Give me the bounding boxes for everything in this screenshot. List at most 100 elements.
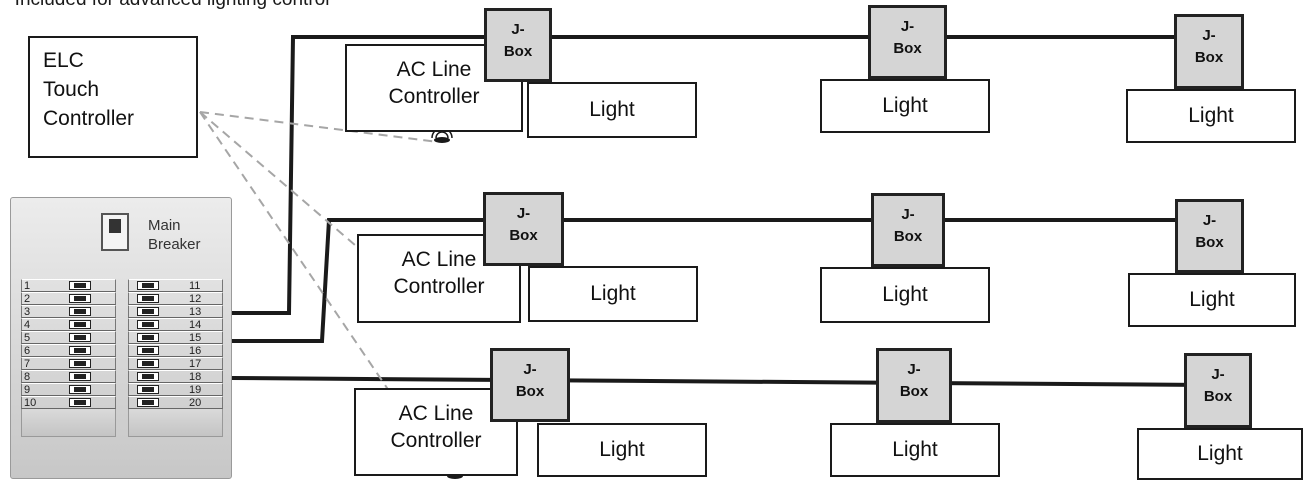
breaker-row: 11: [128, 279, 223, 292]
breaker-panel: Main Breaker 1 2 3 4 5 6 7 8 9 10 11 12 …: [10, 197, 232, 479]
breaker-switch-icon: [137, 294, 159, 303]
breaker-switch-icon: [137, 385, 159, 394]
jbox-label-line-1: J-: [1211, 366, 1225, 383]
light-label: Light: [1188, 104, 1234, 127]
breaker-column-left: 1 2 3 4 5 6 7 8 9 10: [21, 279, 116, 437]
breaker-switch-icon: [69, 294, 91, 303]
jbox-label-line-1: J-: [511, 21, 525, 38]
breaker-number: 8: [24, 371, 31, 383]
breaker-number: 15: [189, 332, 202, 344]
main-breaker-label-line-2: Breaker: [148, 236, 201, 253]
breaker-blank-slot: [21, 409, 116, 437]
jbox-3-2: J- Box: [876, 348, 952, 423]
light-label: Light: [590, 282, 636, 305]
breaker-switch-icon: [137, 333, 159, 342]
breaker-row: 16: [128, 344, 223, 357]
jbox-label-line-2: Box: [899, 383, 929, 400]
breaker-number: 20: [189, 397, 202, 409]
breaker-number: 13: [189, 306, 202, 318]
jbox-2-1: J-Box: [483, 192, 564, 266]
elc-line-3: Controller: [43, 107, 135, 130]
breaker-switch-icon: [69, 346, 91, 355]
breaker-number: 4: [24, 319, 31, 331]
jbox-label-line-1: J-: [516, 205, 531, 222]
jbox-1-1: J- Box: [484, 8, 552, 82]
light-3-1: Light: [537, 423, 707, 477]
breaker-number: 11: [189, 280, 201, 292]
elc-touch-controller: ELC Touch Controller: [28, 36, 198, 158]
controller-label-line-1: AC Line: [398, 402, 474, 425]
jbox-label-line-1: J-: [900, 18, 915, 35]
jbox-label-line-2: Box: [503, 43, 533, 60]
breaker-row: 13: [128, 305, 223, 318]
jbox-2-3: J-Box: [1175, 199, 1244, 273]
light-2-1: Light: [528, 266, 698, 322]
jbox-label-line-2: Box: [893, 228, 923, 245]
breaker-number: 2: [24, 293, 31, 305]
breaker-number: 3: [24, 306, 31, 318]
breaker-switch-icon: [69, 333, 91, 342]
breaker-number: 5: [24, 332, 31, 344]
breaker-switch-icon: [69, 372, 91, 381]
breaker-row: 2: [21, 292, 116, 305]
elc-line-1: ELC: [43, 49, 84, 72]
breaker-switch-icon: [137, 359, 159, 368]
breaker-row: 4: [21, 318, 116, 331]
controller-label-line-2: Controller: [393, 275, 485, 298]
breaker-switch-icon: [69, 281, 91, 290]
breaker-number: 17: [189, 358, 202, 370]
breaker-number: 1: [24, 280, 31, 292]
jbox-label-line-1: J-: [523, 361, 537, 378]
breaker-row: 7: [21, 357, 116, 370]
breaker-row: 8: [21, 370, 116, 383]
breaker-row: 18: [128, 370, 223, 383]
breaker-switch-icon: [137, 398, 159, 407]
light-2-3: Light: [1128, 273, 1296, 327]
breaker-column-right: 11 12 13 14 15 16 17 18 19 20: [128, 279, 223, 437]
jbox-1-2: J- Box: [868, 5, 947, 79]
breaker-row: 5: [21, 331, 116, 344]
breaker-number: 18: [189, 371, 202, 383]
breaker-switch-icon: [69, 359, 91, 368]
light-label: Light: [599, 438, 645, 461]
breaker-number: 19: [189, 384, 202, 396]
light-label: Light: [1197, 442, 1243, 465]
controller-label-line-2: Controller: [388, 85, 480, 108]
breaker-row: 6: [21, 344, 116, 357]
breaker-number: 6: [24, 345, 31, 357]
elc-line-2: Touch: [43, 78, 100, 101]
breaker-switch-icon: [137, 307, 159, 316]
light-label: Light: [1189, 288, 1235, 311]
light-label: Light: [589, 98, 635, 121]
jbox-label-line-2: Box: [893, 40, 922, 57]
light-1-3: Light: [1126, 89, 1296, 143]
breaker-row: 17: [128, 357, 223, 370]
light-1-2: Light: [820, 79, 990, 133]
breaker-row: 10: [21, 396, 116, 409]
controller-label-line-2: Controller: [390, 429, 482, 452]
breaker-row: 12: [128, 292, 223, 305]
jbox-label-line-1: J-: [907, 361, 921, 378]
breaker-switch-icon: [69, 385, 91, 394]
breaker-row: 9: [21, 383, 116, 396]
breaker-switch-icon: [69, 320, 91, 329]
breaker-number: 12: [189, 293, 202, 305]
footnote: * Included for advanced lighting control: [2, 0, 329, 11]
jbox-3-1: J-Box: [490, 348, 570, 422]
breaker-switch-icon: [137, 320, 159, 329]
main-breaker-label-line-1: Main: [148, 217, 181, 234]
jbox-label-line-2: Box: [1203, 388, 1233, 405]
light-1-1: Light: [527, 82, 697, 138]
breaker-number: 16: [189, 345, 202, 357]
breaker-blank-slot: [128, 409, 223, 437]
ac-line-controller-2: AC Line Controller: [357, 234, 521, 323]
jbox-label-line-1: J-: [901, 206, 915, 223]
breaker-switch-icon: [137, 372, 159, 381]
breaker-row: 14: [128, 318, 223, 331]
jbox-label-line-2: Box: [1194, 49, 1224, 66]
wireless-link-1: [199, 111, 439, 143]
breaker-switch-icon: [69, 307, 91, 316]
breaker-number: 7: [24, 358, 31, 370]
jbox-3-3: J- Box: [1184, 353, 1252, 428]
jbox-label-line-2: Box: [1195, 234, 1224, 251]
